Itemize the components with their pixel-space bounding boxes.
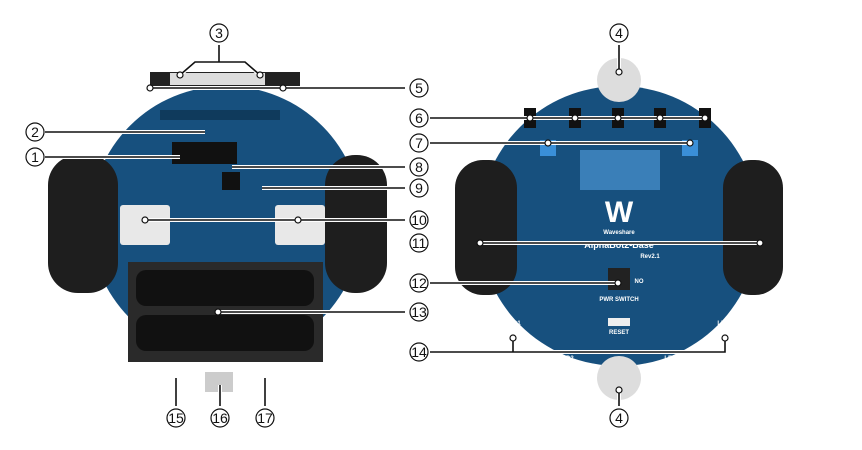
led4-label: LED4 bbox=[717, 321, 733, 327]
pwr-label: PWR bbox=[258, 366, 273, 372]
header-connector bbox=[172, 142, 237, 164]
callout-16: 16 bbox=[210, 408, 230, 428]
callout-1: 1 bbox=[25, 147, 45, 167]
pin-grid bbox=[580, 150, 660, 190]
led1-label: LED1 bbox=[505, 321, 521, 327]
power-switch-label: PWR SWITCH bbox=[599, 297, 638, 303]
callout-3: 3 bbox=[209, 23, 229, 43]
callout-6: 6 bbox=[409, 108, 429, 128]
callout-11: 11 bbox=[409, 233, 429, 253]
callout-12: 12 bbox=[409, 273, 429, 293]
callout-8: 8 bbox=[409, 157, 429, 177]
svg-text:4: 4 bbox=[615, 410, 623, 426]
led2-label: LED2 bbox=[558, 356, 574, 362]
svg-text:14: 14 bbox=[411, 344, 427, 360]
callout-4-top: 4 bbox=[609, 23, 629, 43]
svg-text:16: 16 bbox=[212, 410, 228, 426]
right-motor-mount bbox=[275, 205, 325, 245]
callout-10: 10 bbox=[409, 210, 429, 230]
right-wheel bbox=[325, 155, 387, 293]
svg-text:9: 9 bbox=[415, 180, 423, 196]
svg-text:10: 10 bbox=[411, 212, 427, 228]
leader-lines bbox=[45, 45, 764, 406]
svg-text:8: 8 bbox=[415, 159, 423, 175]
callout-2: 2 bbox=[25, 122, 45, 142]
revision-label: Rev2.1 bbox=[640, 254, 660, 260]
svg-text:3: 3 bbox=[215, 25, 223, 41]
left-wheel bbox=[455, 160, 517, 295]
left-motor-mount bbox=[120, 205, 170, 245]
svg-text:4: 4 bbox=[615, 25, 623, 41]
svg-text:1: 1 bbox=[31, 149, 39, 165]
front-caster bbox=[597, 58, 641, 102]
svg-text:13: 13 bbox=[411, 304, 427, 320]
callout-13: 13 bbox=[409, 302, 429, 322]
callout-15: 15 bbox=[166, 408, 186, 428]
svg-text:5: 5 bbox=[415, 80, 423, 96]
brand-label: Waveshare bbox=[603, 230, 635, 236]
callout-markers: 1 2 3 4 5 6 7 8 9 10 11 12 13 14 15 16 1… bbox=[25, 23, 629, 428]
chg-label: CHG bbox=[169, 366, 183, 372]
svg-text:11: 11 bbox=[412, 235, 427, 251]
callout-17: 17 bbox=[255, 408, 275, 428]
right-wheel bbox=[723, 160, 783, 295]
svg-text:12: 12 bbox=[411, 275, 427, 291]
callout-9: 9 bbox=[409, 178, 429, 198]
left-wheel bbox=[48, 155, 118, 293]
reset-button bbox=[608, 318, 630, 326]
usb-port bbox=[205, 372, 233, 392]
svg-text:7: 7 bbox=[415, 135, 423, 151]
callout-7: 7 bbox=[409, 133, 429, 153]
switch-state-label: NO bbox=[635, 279, 644, 285]
callout-5: 5 bbox=[409, 78, 429, 98]
bottom-view-board: W Waveshare AlphaBot2-Base Rev2.1 NO PWR… bbox=[455, 58, 783, 400]
power-switch bbox=[608, 268, 630, 290]
svg-text:2: 2 bbox=[31, 124, 39, 140]
callout-14: 14 bbox=[409, 342, 429, 362]
top-view-board: CHG PWR bbox=[48, 72, 387, 392]
reset-label: RESET bbox=[609, 330, 629, 336]
callout-4-bottom: 4 bbox=[609, 408, 629, 428]
rear-caster bbox=[597, 356, 641, 400]
led3-label: LED3 bbox=[664, 356, 680, 362]
chip bbox=[222, 172, 240, 190]
svg-text:W: W bbox=[605, 196, 634, 229]
svg-text:6: 6 bbox=[415, 110, 423, 126]
svg-text:15: 15 bbox=[168, 410, 184, 426]
svg-text:17: 17 bbox=[257, 410, 273, 426]
